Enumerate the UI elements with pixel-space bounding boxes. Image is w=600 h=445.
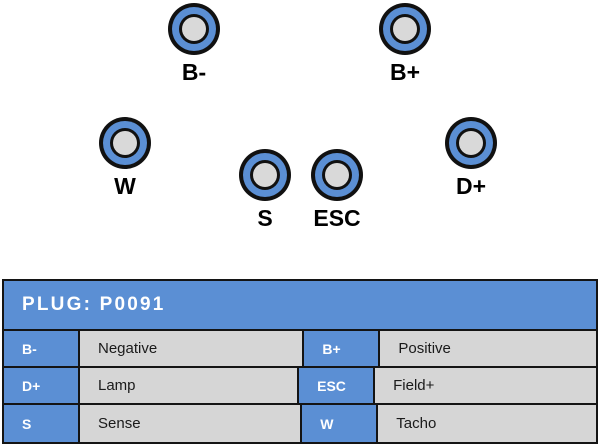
- plug-table-title: PLUG: P0091: [22, 294, 166, 315]
- terminal-inner-ring: [250, 160, 280, 190]
- pin-key-cell: B+: [304, 331, 381, 366]
- pin-value-cell: Tacho: [378, 405, 597, 442]
- pin-key-cell: S: [4, 405, 80, 442]
- terminal-blue-ring: [103, 121, 147, 165]
- plug-table-header: PLUG: P0091: [4, 281, 596, 331]
- pin-key-cell: D+: [4, 368, 80, 403]
- terminal-label: B-: [181, 59, 207, 85]
- terminal-blue-ring: [243, 153, 287, 197]
- terminal-bplus[interactable]: B+: [379, 3, 431, 84]
- terminal-diagram: B- B+ W S ESC D+: [99, 3, 497, 230]
- terminal-pin-core: [182, 17, 206, 41]
- terminal-label: ESC: [313, 205, 361, 231]
- terminal-label: B+: [389, 59, 421, 85]
- terminal-bminus[interactable]: B-: [168, 3, 220, 84]
- terminal-inner-ring: [110, 128, 140, 158]
- table-row: B- Negative B+ Positive: [4, 331, 597, 368]
- terminal-label: S: [257, 205, 273, 231]
- terminal-label: D+: [455, 173, 487, 199]
- pin-value-cell: Sense: [80, 405, 303, 442]
- terminal-pin-core: [459, 131, 483, 155]
- terminal-blue-ring: [172, 7, 216, 51]
- pin-key-cell: B-: [4, 331, 80, 366]
- terminal-label: W: [114, 173, 136, 199]
- terminal-s[interactable]: S: [239, 149, 291, 230]
- terminal-inner-ring: [322, 160, 352, 190]
- terminal-w[interactable]: W: [99, 117, 151, 198]
- terminal-blue-ring: [383, 7, 427, 51]
- terminal-pin-core: [253, 163, 277, 187]
- terminal-inner-ring: [390, 14, 420, 44]
- terminal-ring-icon: [311, 149, 363, 201]
- pin-value-cell: Positive: [380, 331, 597, 366]
- terminal-inner-ring: [179, 14, 209, 44]
- pin-value-cell: Field+: [375, 368, 596, 403]
- terminal-pin-core: [393, 17, 417, 41]
- plug-pinout-table: PLUG: P0091 B- Negative B+ Positive D+ L…: [2, 279, 598, 444]
- terminal-blue-ring: [315, 153, 359, 197]
- terminal-ring-icon: [168, 3, 220, 55]
- terminal-inner-ring: [456, 128, 486, 158]
- table-row: D+ Lamp ESC Field+: [4, 368, 596, 405]
- terminal-esc[interactable]: ESC: [311, 149, 363, 230]
- pin-key-cell: W: [302, 405, 379, 442]
- pin-value-cell: Lamp: [80, 368, 300, 403]
- terminal-pin-core: [325, 163, 349, 187]
- terminal-dplus[interactable]: D+: [445, 117, 497, 198]
- terminal-pin-core: [113, 131, 137, 155]
- pin-key-cell: ESC: [299, 368, 376, 403]
- table-row: S Sense W Tacho: [4, 405, 597, 442]
- terminal-ring-icon: [445, 117, 497, 169]
- terminal-ring-icon: [99, 117, 151, 169]
- terminal-ring-icon: [379, 3, 431, 55]
- pin-value-cell: Negative: [80, 331, 305, 366]
- terminal-blue-ring: [449, 121, 493, 165]
- terminal-ring-icon: [239, 149, 291, 201]
